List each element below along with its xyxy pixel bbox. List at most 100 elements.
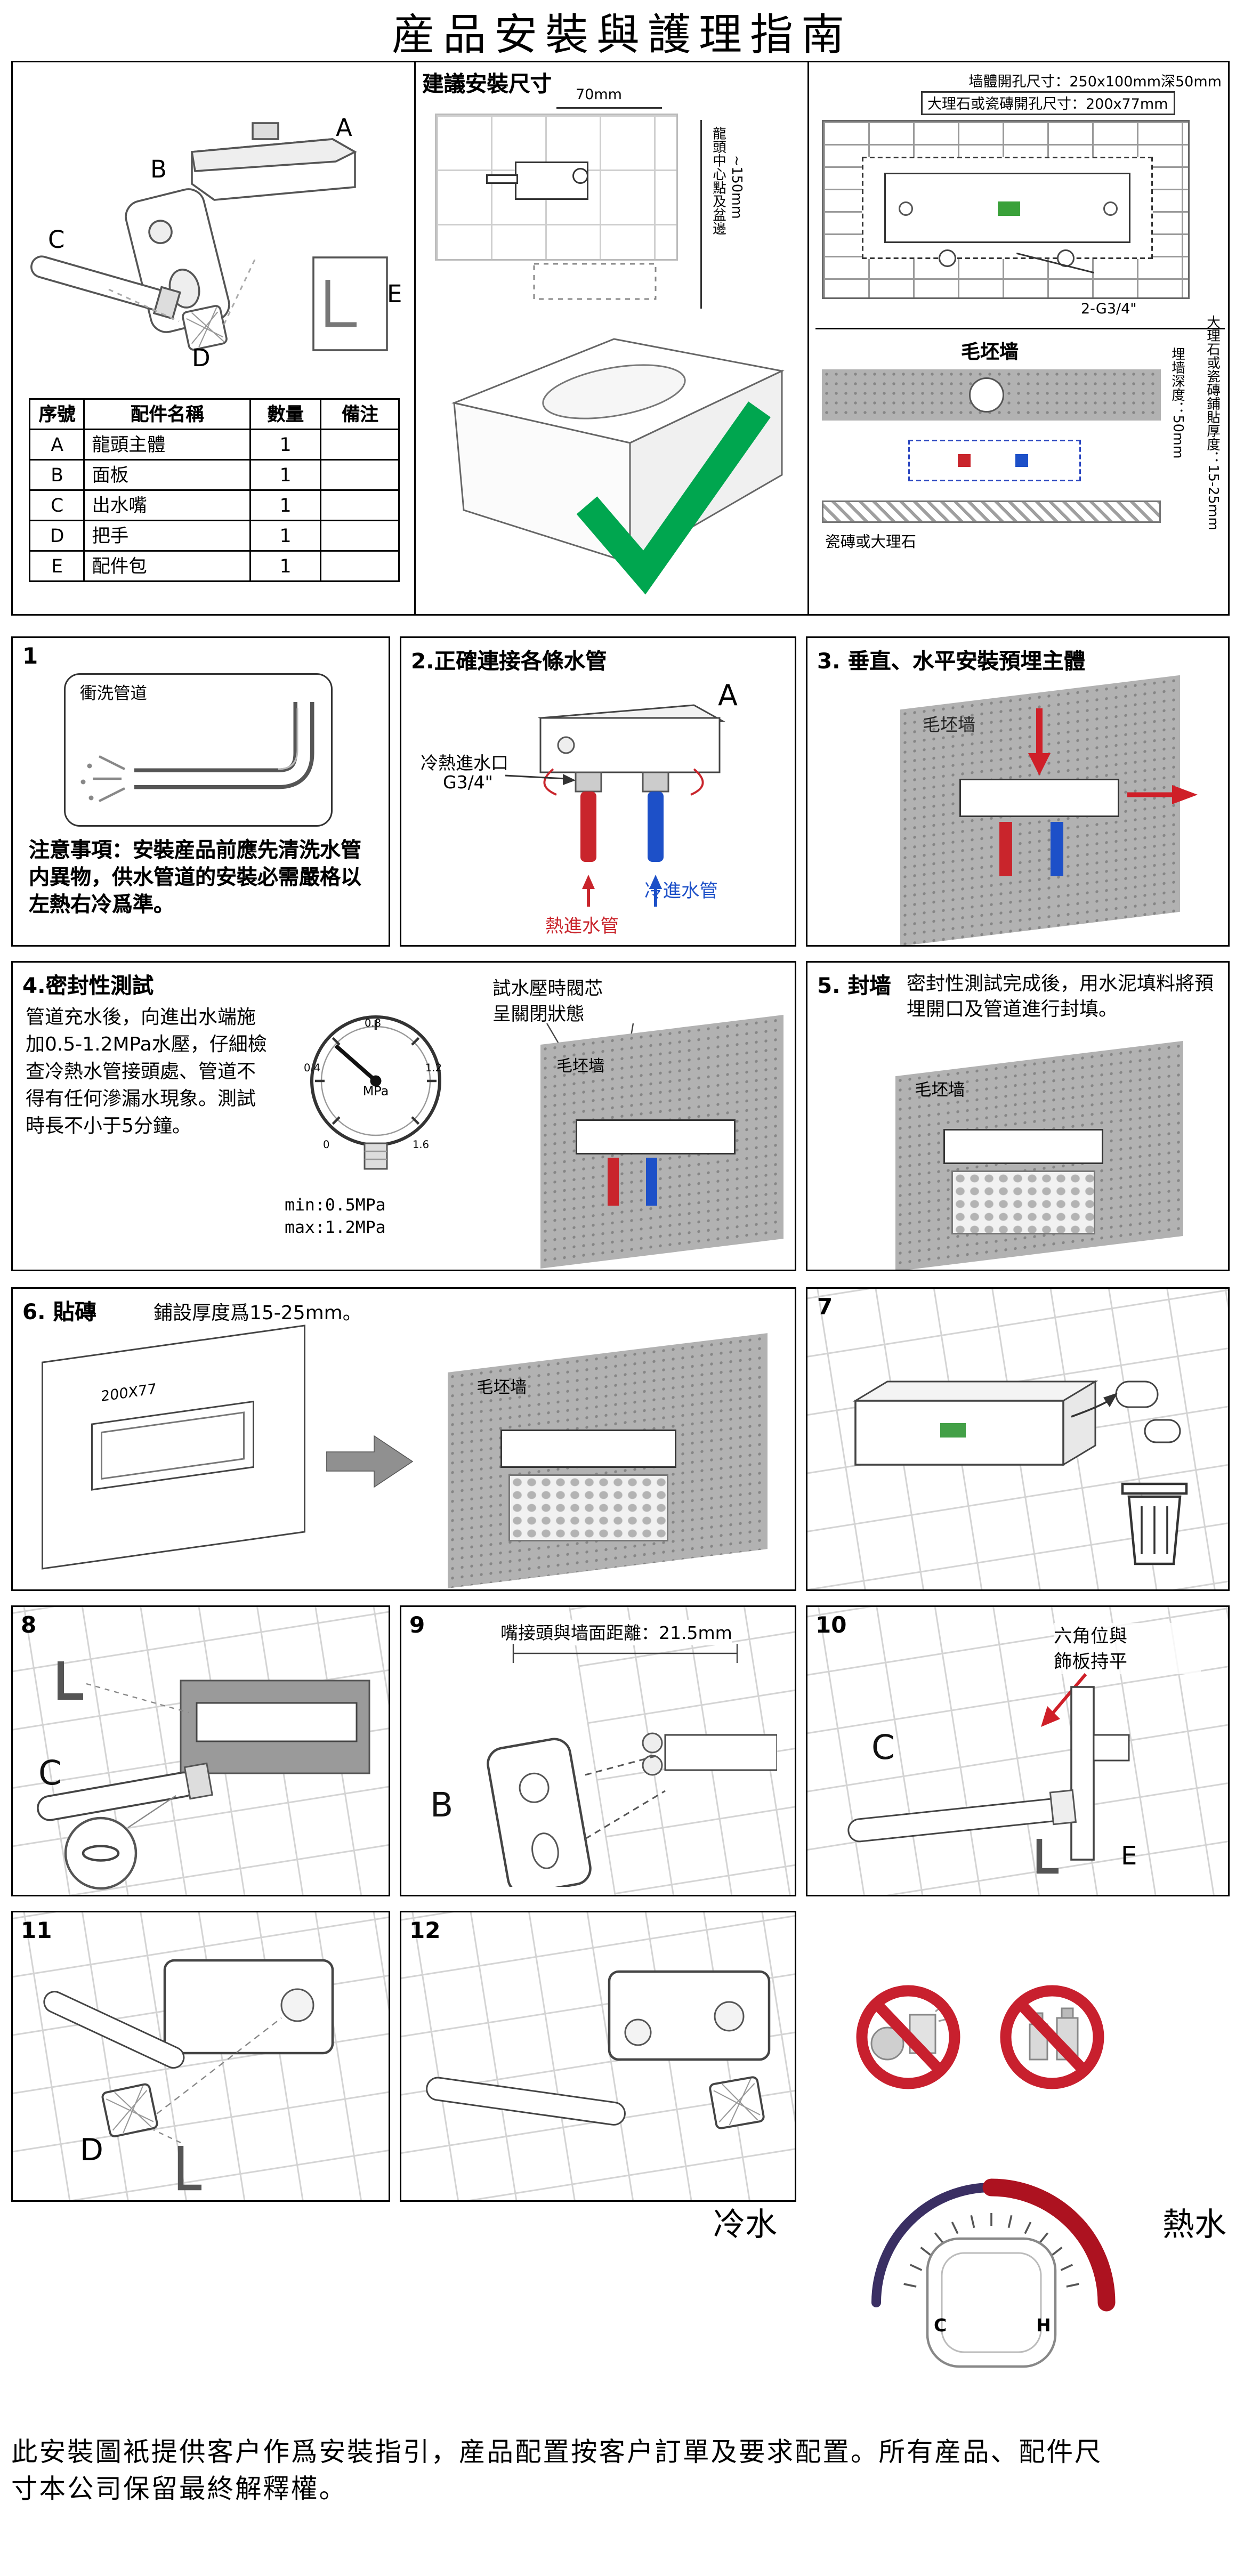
hot-pipe — [608, 1158, 619, 1206]
remove-plugs-diagram — [852, 1380, 1188, 1565]
gauge-min: min:0.5MPa — [285, 1196, 386, 1215]
distance-note: 嘴接頭與墙面距離：21.5mm — [500, 1620, 732, 1645]
hot-pipe — [999, 822, 1012, 876]
red-arrow — [1041, 1673, 1087, 1727]
step5-title: 5. 封墙 — [817, 974, 891, 999]
tile-slab: 200X77 — [42, 1325, 305, 1570]
embedded-body — [959, 779, 1119, 817]
tile-layer-label: 瓷磚或大理石 — [825, 534, 917, 552]
panel-step-6: 6. 貼磚 鋪設厚度爲15-25mm。 200X77 毛坯墙 — [11, 1287, 796, 1591]
footer-line-1: 此安裝圖衹提供客户作爲安裝指引，産品配置按客户訂單及要求配置。所有産品、配件尺 — [11, 2437, 1103, 2467]
trash-bin-icon — [1121, 1482, 1188, 1565]
gauge-max: max:1.2MPa — [285, 1218, 386, 1238]
hot-mark — [958, 454, 971, 467]
step3-title: 3. 垂直、水平安裝預埋主體 — [817, 649, 1086, 675]
embedded-body-section — [908, 440, 1081, 481]
pipe-outlet — [939, 249, 956, 267]
rough-wall-label: 毛坯墙 — [476, 1378, 527, 1398]
step-number: 7 — [817, 1295, 833, 1321]
bolt — [1103, 201, 1118, 216]
body-label-a: A — [718, 680, 738, 713]
panel-step-4: 4.密封性測試 管道充水後，向進出水端施加0.5-1.2MPa水壓，仔細檢查冷熱… — [11, 961, 796, 1271]
panel-step-10: 10 六角位與 飾板持平 C E — [806, 1605, 1230, 1896]
panel-step-1: 1 衝洗管道 注意事項：安裝産品前應先清洗水管内異物，供水管道的安裝必需嚴格以左… — [11, 636, 390, 947]
finished-faucet-diagram — [426, 1970, 771, 2129]
dimension-line — [512, 1644, 738, 1663]
step6-note: 鋪設厚度爲15-25mm。 — [154, 1302, 362, 1324]
hot-water-label: 熱水 — [1162, 2205, 1226, 2243]
spout-label-c: C — [38, 1754, 62, 1792]
gauge-tick-16: 1.6 — [413, 1138, 430, 1151]
thread-size-label: 2-G3/4" — [1081, 302, 1137, 318]
step-number: 9 — [409, 1613, 425, 1639]
hot-pipe-label: 熱進水管 — [545, 915, 619, 937]
brick-wall-diagram — [822, 120, 1190, 299]
valve-closed-note: 試水壓時閥芯 呈關閉狀態 — [492, 977, 603, 1025]
dial-c-label: C — [934, 2315, 947, 2336]
step-number: 1 — [22, 644, 38, 670]
step1-text: 注意事項：安裝産品前應先清洗水管内異物，供水管道的安裝必需嚴格以左熱右冷爲準。 — [29, 839, 362, 918]
divider — [815, 328, 1225, 329]
cold-pipe-label: 冷進水管 — [644, 879, 718, 902]
dial-h-label: H — [1036, 2315, 1051, 2336]
wall-opening-note: 墙體開孔尺寸：250x100mm深50mm — [968, 75, 1222, 91]
faucet-spout — [486, 174, 518, 184]
cold-mark — [1015, 454, 1028, 467]
install-handle-diagram — [43, 1959, 334, 2191]
page-title: 産品安裝與護理指南 — [392, 11, 852, 61]
cold-water-label: 冷水 — [713, 2205, 777, 2243]
horizontal-red-arrow — [1127, 785, 1198, 804]
depth-note: 埋墙深度：50mm — [1169, 347, 1185, 459]
plate-label-b: B — [430, 1786, 454, 1824]
inlet-thread: G3/4" — [443, 772, 493, 793]
pipe-connection-diagram — [505, 704, 726, 907]
faucet-handle — [572, 168, 588, 184]
embedded-body — [943, 1129, 1103, 1164]
step4-title: 4.密封性測試 — [22, 974, 154, 999]
no-chemicals-icon — [1000, 1985, 1104, 2089]
temperature-dial — [871, 2178, 1116, 2368]
step2-title: 2.正確連接各條水管 — [411, 649, 607, 675]
wall-opening-panel: 墙體開孔尺寸：250x100mm深50mm 大理石或瓷磚開孔尺寸：200x77m… — [809, 62, 1228, 614]
rough-wall-label: 毛坯墙 — [923, 715, 975, 736]
thickness-note: 大理石或瓷磚鋪貼厚度：15-25mm — [1204, 315, 1220, 531]
spout-side-view — [847, 1686, 1130, 1874]
rough-wall-label: 毛坯墙 — [961, 341, 1019, 363]
slab-opening — [91, 1400, 254, 1491]
embedded-body — [500, 1430, 676, 1468]
slab-opening-inner — [101, 1411, 245, 1480]
flush-pipe-box — [64, 673, 333, 827]
center-note: 龍頭中心點及盆邊 — [710, 126, 726, 235]
install-plate-diagram — [487, 1732, 777, 1887]
gauge-tick-04: 0.4 — [304, 1062, 321, 1075]
panel-step-11: 11 D — [11, 1911, 390, 2202]
part-label-d: D — [192, 344, 211, 373]
cold-pipe — [1051, 822, 1063, 876]
part-label-e: E — [387, 280, 402, 309]
part-label-a: A — [336, 114, 352, 142]
part-label-b: B — [150, 155, 167, 184]
pipe-outlet — [1057, 249, 1075, 267]
pressure-gauge — [310, 1015, 441, 1170]
exploded-parts-diagram — [30, 122, 388, 351]
gauge-tick-12: 1.2 — [425, 1062, 442, 1075]
panel-step-8: 8 C — [11, 1605, 390, 1896]
embedded-body — [884, 173, 1130, 243]
panel-step-5: 5. 封墙 密封性測試完成後，用水泥填料將預埋開口及管道進行封填。 毛坯墙 — [806, 961, 1230, 1271]
flush-pipe-label: 衝洗管道 — [80, 684, 147, 704]
inlet-label: 冷熱進水口 — [421, 753, 508, 774]
tile-layer-band — [822, 500, 1161, 523]
big-arrow-icon — [326, 1435, 414, 1488]
embedded-body — [576, 1119, 736, 1154]
step-number: 8 — [21, 1613, 37, 1639]
bolt — [899, 201, 913, 216]
footer-line-2: 寸本公司保留最終解釋權。 — [11, 2474, 347, 2504]
panel-step-2: 2.正確連接各條水管 A 冷熱進水口 G3/4" 冷進水管 熱進水管 — [400, 636, 796, 947]
